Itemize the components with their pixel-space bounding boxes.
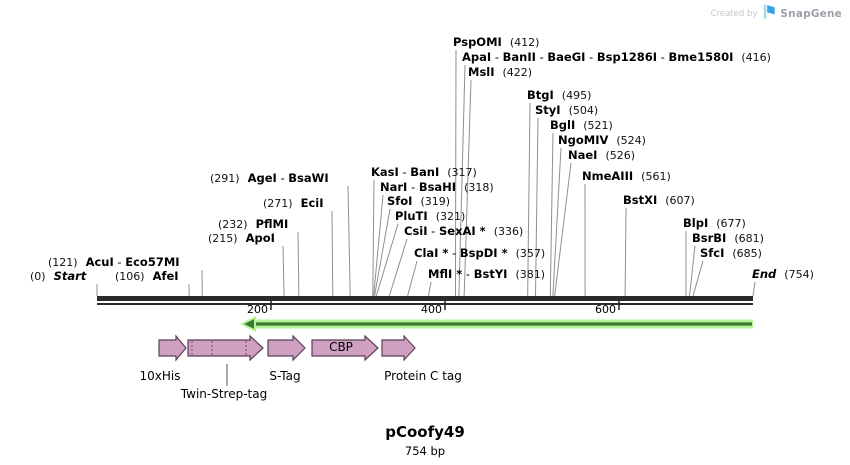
site-label-pspomi[interactable]: PspOMI(412) <box>453 35 540 50</box>
feature-label-twin-strep-tag[interactable]: Twin-Strep-tag <box>180 387 268 401</box>
site-label-bsrbi[interactable]: BsrBI(681) <box>692 231 764 246</box>
title-block: pCoofy49 754 bp <box>0 423 850 458</box>
callout-line <box>373 194 384 297</box>
site-label-nari[interactable]: NarI - BsaHI(318) <box>380 180 494 195</box>
callout-line <box>454 49 457 297</box>
callout-line <box>372 179 375 297</box>
feature-arrow-10xhis[interactable] <box>158 334 187 362</box>
callout-line <box>458 64 466 297</box>
site-label-bstxi[interactable]: BstXI(607) <box>623 193 695 208</box>
site-label-styi[interactable]: StyI(504) <box>535 103 599 118</box>
created-by-label: Created by <box>710 8 758 19</box>
snapgene-brand: SnapGene <box>780 7 842 20</box>
site-label-sfci[interactable]: SfcI(685) <box>700 246 762 261</box>
callout-line <box>554 162 572 297</box>
site-label-pflmi[interactable]: (232)PflMI <box>218 217 289 232</box>
callout-line <box>331 210 334 297</box>
snapgene-logo-icon <box>763 4 776 23</box>
site-label-end[interactable]: End(754) <box>752 267 814 282</box>
callout-line <box>427 281 432 297</box>
feature-label-10xhis[interactable]: 10xHis <box>139 369 181 383</box>
site-label-acui[interactable]: (121)AcuI - Eco57MI <box>48 255 180 270</box>
callout-line <box>347 185 351 297</box>
plasmid-length: 754 bp <box>404 444 446 458</box>
sequence-bar-thin <box>97 303 753 305</box>
site-label-ngomiv[interactable]: NgoMIV(524) <box>558 133 646 148</box>
ruler-number-400: 400 <box>421 303 442 316</box>
feature-arrow-twin-strep-tag[interactable] <box>187 334 264 362</box>
site-label-start[interactable]: (0)Start <box>30 269 87 284</box>
callout-line <box>552 147 562 297</box>
feature-label-cbp[interactable]: CBP <box>329 340 353 354</box>
watermark: Created by SnapGene <box>711 4 842 23</box>
site-label-sfoi[interactable]: SfoI(319) <box>387 194 451 209</box>
site-label-btgi[interactable]: BtgI(495) <box>527 88 592 103</box>
site-label-clai[interactable]: ClaI * - BspDI *(357) <box>414 246 546 261</box>
callout-line <box>527 102 531 297</box>
site-label-apai[interactable]: ApaI - BanII - BaeGI - Bsp1286I - Bme158… <box>462 50 771 65</box>
callout-line <box>388 238 408 297</box>
site-label-mfli[interactable]: MflI * - BstYI(381) <box>428 267 546 282</box>
callout-line <box>692 260 704 297</box>
callout-line <box>375 223 399 297</box>
site-label-pluti[interactable]: PluTI(321) <box>395 209 466 224</box>
callout-line <box>752 281 756 297</box>
callout-line <box>534 117 539 297</box>
callout-line <box>407 260 418 297</box>
callout-line <box>282 245 285 297</box>
callout-line <box>688 245 696 297</box>
feature-arrow-protein-c-tag[interactable] <box>381 334 416 362</box>
feature-arrow-s-tag[interactable] <box>267 334 306 362</box>
feature-label-s-tag[interactable]: S-Tag <box>269 369 301 383</box>
site-label-msli[interactable]: MslI(422) <box>468 65 533 80</box>
sequence-bar <box>97 296 753 301</box>
feature-arrow-cbp[interactable] <box>311 334 379 362</box>
ruler-number-600: 600 <box>595 303 617 316</box>
site-label-bgli[interactable]: BglI(521) <box>550 118 613 133</box>
site-label-naei[interactable]: NaeI(526) <box>568 148 636 163</box>
ruler-number-200: 200 <box>247 303 268 316</box>
selection-arrowhead-icon[interactable] <box>239 315 256 333</box>
site-label-agei[interactable]: (291)AgeI - BsaWI <box>210 171 329 186</box>
feature-label-protein-c-tag[interactable]: Protein C tag <box>384 369 462 383</box>
site-label-csii[interactable]: CsiI - SexAI *(336) <box>404 224 524 239</box>
site-label-blpi[interactable]: BlpI(677) <box>683 216 746 231</box>
site-label-nmeaiii[interactable]: NmeAIII(561) <box>582 169 671 184</box>
site-label-kasi[interactable]: KasI - BanI(317) <box>371 165 477 180</box>
site-label-apoi[interactable]: (215)ApoI <box>208 231 275 246</box>
callout-line <box>463 79 472 297</box>
callout-line <box>297 231 300 297</box>
site-label-ecii[interactable]: (271)EciI <box>263 196 324 211</box>
callout-line <box>624 207 627 297</box>
site-label-afei[interactable]: (106)AfeI <box>115 269 179 284</box>
callout-line <box>374 208 391 297</box>
plasmid-name: pCoofy49 <box>385 423 465 441</box>
callout-line <box>549 132 554 297</box>
